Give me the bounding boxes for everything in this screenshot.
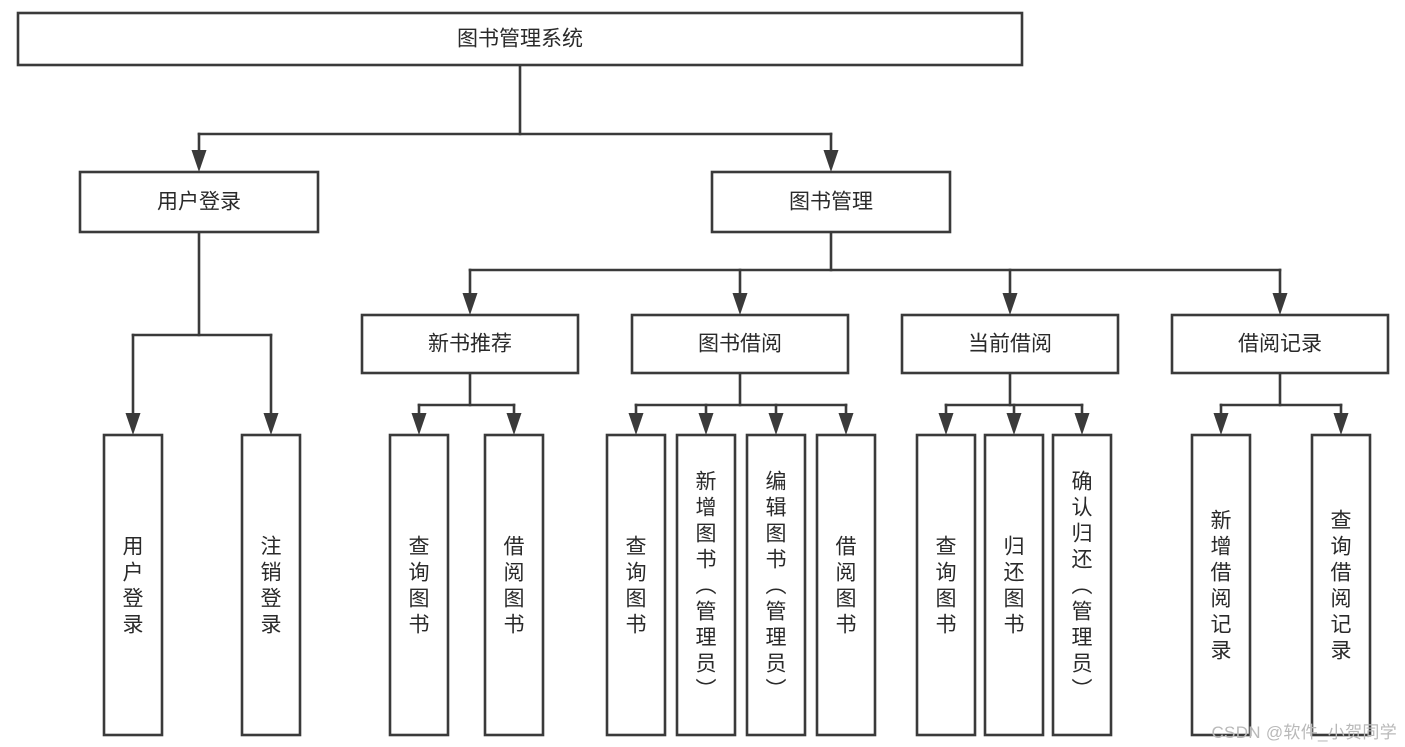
connector-layer [125, 63, 1349, 435]
connector-bus-root [197, 63, 833, 136]
node-label: 注销登录 [261, 535, 282, 636]
node-label: 借阅图书 [836, 535, 857, 636]
watermark-label: CSDN @软件_小贺同学 [1211, 723, 1397, 742]
node-leaf-query-book-1[interactable]: 查询图书 [388, 433, 450, 737]
node-root-system[interactable]: 图书管理系统 [16, 11, 1024, 67]
node-label: 借阅图书 [504, 535, 525, 636]
node-label: 当前借阅 [968, 333, 1052, 356]
node-leaf-query-record[interactable]: 查询借阅记录 [1310, 433, 1372, 737]
edge-book-manage-to-new-book-rec [462, 268, 478, 315]
node-borrow-record[interactable]: 借阅记录 [1170, 313, 1390, 375]
node-leaf-query-book-3[interactable]: 查询图书 [915, 433, 977, 737]
node-new-book-rec[interactable]: 新书推荐 [360, 313, 580, 375]
node-leaf-borrow-book-1[interactable]: 借阅图书 [483, 433, 545, 737]
node-leaf-query-book-2[interactable]: 查询图书 [605, 433, 667, 737]
node-label: 图书管理 [789, 191, 873, 214]
edge-current-borrow-to-leaf-query-book-3 [938, 403, 954, 435]
node-label: 新增图书︵管理员︶ [696, 470, 717, 701]
edge-user-login-to-leaf-user-login [125, 333, 141, 435]
node-leaf-return-book[interactable]: 归还图书 [983, 433, 1045, 737]
node-leaf-user-login[interactable]: 用户登录 [102, 433, 164, 737]
connector-bus-user-login [131, 230, 273, 337]
connector-bus-current-borrow [944, 371, 1084, 407]
connector-bus-new-book-rec [417, 371, 516, 407]
node-label: 新书推荐 [428, 333, 512, 356]
connector-bus-book-manage [468, 230, 1282, 272]
edge-book-borrow-to-leaf-add-book [698, 403, 714, 435]
edge-book-borrow-to-leaf-query-book-2 [628, 403, 644, 435]
node-label: 用户登录 [123, 535, 144, 636]
node-label: 编辑图书︵管理员︶ [766, 470, 787, 701]
node-leaf-borrow-book-2[interactable]: 借阅图书 [815, 433, 877, 737]
edge-current-borrow-to-leaf-confirm-return [1074, 403, 1090, 435]
node-book-borrow[interactable]: 图书借阅 [630, 313, 850, 375]
connector-bus-book-borrow [634, 371, 848, 407]
node-current-borrow[interactable]: 当前借阅 [900, 313, 1120, 375]
edge-book-manage-to-current-borrow [1002, 268, 1018, 315]
edge-user-login-to-leaf-logout [263, 333, 279, 435]
node-label: 借阅记录 [1238, 333, 1322, 356]
edge-new-book-rec-to-leaf-query-book-1 [411, 403, 427, 435]
edge-book-borrow-to-leaf-borrow-book-2 [838, 403, 854, 435]
node-leaf-confirm-return[interactable]: 确认归还︵管理员︶ [1051, 433, 1113, 737]
edge-root-to-user-login [191, 132, 207, 172]
node-leaf-add-book[interactable]: 新增图书︵管理员︶ [675, 433, 737, 737]
node-leaf-logout[interactable]: 注销登录 [240, 433, 302, 737]
edge-new-book-rec-to-leaf-borrow-book-1 [506, 403, 522, 435]
edge-borrow-record-to-leaf-add-record [1213, 403, 1229, 435]
node-user-login[interactable]: 用户登录 [78, 170, 320, 234]
edge-book-manage-to-borrow-record [1272, 268, 1288, 315]
connector-bus-borrow-record [1219, 371, 1343, 407]
edge-book-borrow-to-leaf-edit-book [768, 403, 784, 435]
node-label: 查询借阅记录 [1331, 509, 1352, 662]
node-label: 图书管理系统 [457, 28, 583, 51]
node-layer: 图书管理系统用户登录图书管理新书推荐图书借阅当前借阅借阅记录用户登录注销登录查询… [16, 11, 1390, 737]
node-leaf-add-record[interactable]: 新增借阅记录 [1190, 433, 1252, 737]
edge-book-manage-to-book-borrow [732, 268, 748, 315]
node-label: 确认归还︵管理员︶ [1072, 470, 1093, 701]
node-label: 归还图书 [1004, 535, 1025, 636]
edge-root-to-book-manage [823, 132, 839, 172]
node-label: 查询图书 [409, 535, 430, 636]
node-leaf-edit-book[interactable]: 编辑图书︵管理员︶ [745, 433, 807, 737]
edge-current-borrow-to-leaf-return-book [1006, 403, 1022, 435]
node-label: 查询图书 [936, 535, 957, 636]
node-label: 图书借阅 [698, 333, 782, 356]
edge-borrow-record-to-leaf-query-record [1333, 403, 1349, 435]
node-label: 查询图书 [626, 535, 647, 636]
node-book-manage[interactable]: 图书管理 [710, 170, 952, 234]
node-label: 新增借阅记录 [1211, 509, 1232, 662]
node-label: 用户登录 [157, 191, 241, 214]
